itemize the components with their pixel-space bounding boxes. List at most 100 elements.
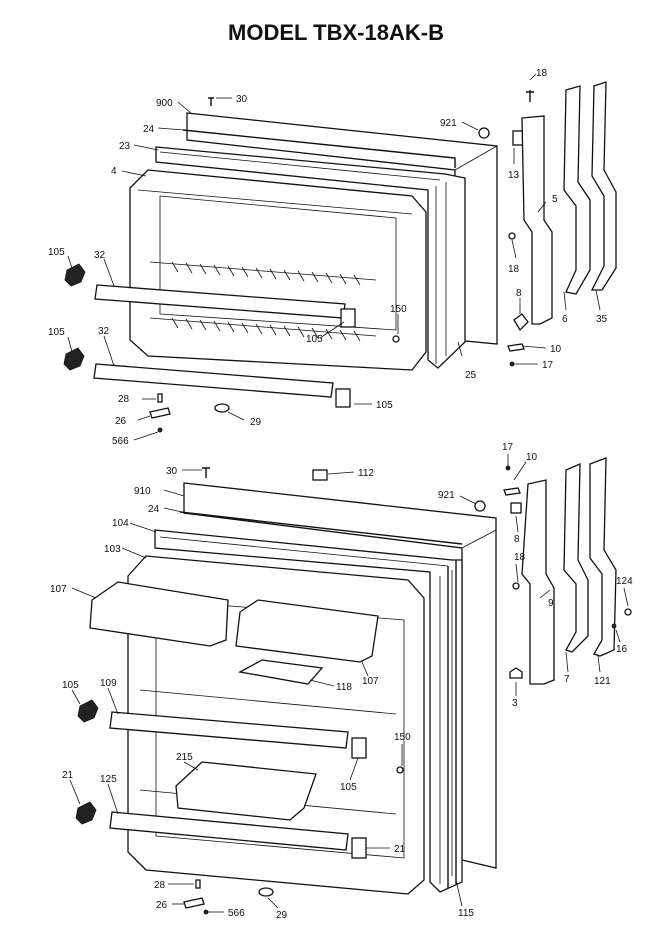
fresh-food-dairy-tray xyxy=(238,659,324,685)
fresh-food-hinge-pin-10 xyxy=(503,487,521,496)
label-26-top: 26 xyxy=(115,416,127,427)
label-104: 104 xyxy=(112,518,129,529)
label-3: 3 xyxy=(512,698,518,709)
label-900: 900 xyxy=(156,98,173,109)
label-5: 5 xyxy=(552,194,558,205)
fresh-food-egg-bin xyxy=(175,761,317,821)
label-566-top: 566 xyxy=(112,436,129,447)
label-32-a: 32 xyxy=(94,250,106,261)
label-105-b: 105 xyxy=(48,327,65,338)
label-910: 910 xyxy=(134,486,151,497)
fresh-food-door-assembly xyxy=(75,467,497,915)
label-4: 4 xyxy=(111,166,117,177)
label-8-top: 8 xyxy=(516,288,522,299)
label-28-top: 28 xyxy=(118,394,130,405)
label-125: 125 xyxy=(100,774,117,785)
label-16: 16 xyxy=(616,644,628,655)
freezer-shelf-end-cap-right-lower xyxy=(335,388,351,408)
freezer-screw-18-top xyxy=(526,90,534,102)
fresh-food-handle-trim-121 xyxy=(589,457,617,657)
leader-lines xyxy=(67,73,629,913)
label-921-top: 921 xyxy=(440,118,457,129)
fresh-food-screw-30 xyxy=(202,467,210,478)
label-109: 109 xyxy=(100,678,117,689)
label-6: 6 xyxy=(562,314,568,325)
freezer-shelf-grille xyxy=(149,261,377,342)
freezer-screw-150 xyxy=(392,335,400,343)
label-10-bot: 10 xyxy=(526,452,538,463)
label-28-bot: 28 xyxy=(154,880,166,891)
label-118: 118 xyxy=(336,682,352,693)
label-124: 124 xyxy=(616,576,633,587)
fresh-food-bin-right xyxy=(235,599,379,663)
fresh-food-end-cap-right-upper xyxy=(351,737,367,759)
fresh-food-plug-921 xyxy=(474,500,486,512)
label-30-bot: 30 xyxy=(166,466,178,477)
fresh-food-door-strip-115 xyxy=(447,560,457,888)
freezer-screw-17 xyxy=(509,361,515,367)
label-32-b: 32 xyxy=(98,326,110,337)
freezer-door-liner xyxy=(129,169,427,371)
label-17-bot: 17 xyxy=(502,442,514,453)
freezer-hinge-pin-10 xyxy=(507,343,525,352)
label-105-c: 105 xyxy=(306,334,323,345)
fresh-food-end-cap-left-upper xyxy=(77,699,99,723)
label-29-top: 29 xyxy=(250,417,262,428)
part-labels: 900 30 24 23 4 105 32 105 32 105 150 105… xyxy=(48,68,633,921)
label-107-b: 107 xyxy=(362,676,379,687)
label-24-top: 24 xyxy=(143,124,155,135)
diagram-title: MODEL TBX-18AK-B xyxy=(228,20,444,45)
label-105-a: 105 xyxy=(48,247,65,258)
label-25: 25 xyxy=(465,370,477,381)
freezer-cap-13 xyxy=(512,130,524,146)
freezer-handle-bar-6 xyxy=(563,85,591,295)
fresh-food-end-cap-right-lower xyxy=(351,837,367,859)
fresh-food-screw-124 xyxy=(624,608,632,616)
freezer-handle-assembly xyxy=(478,81,617,367)
freezer-gasket-strip xyxy=(182,129,456,168)
freezer-screw-566 xyxy=(157,427,163,433)
label-105-d: 105 xyxy=(376,400,393,411)
freezer-grommet-29 xyxy=(214,403,230,413)
fresh-food-screw-566 xyxy=(203,909,209,915)
label-21-a: 21 xyxy=(62,770,74,781)
fresh-food-handle-bar-7 xyxy=(563,463,589,653)
label-18-mid: 18 xyxy=(508,264,520,275)
label-8-bot: 8 xyxy=(514,534,520,545)
label-7: 7 xyxy=(564,674,570,685)
label-921-bot: 921 xyxy=(438,490,455,501)
fresh-food-screw-18 xyxy=(512,582,520,590)
fresh-food-clip-26 xyxy=(183,897,205,909)
label-566-bot: 566 xyxy=(228,908,245,919)
label-24-bot: 24 xyxy=(148,504,160,515)
label-121: 121 xyxy=(594,676,611,687)
fresh-food-screw-17 xyxy=(505,465,511,471)
freezer-shelf-end-cap-right-upper xyxy=(340,308,356,328)
label-35: 35 xyxy=(596,314,608,325)
label-105-e: 105 xyxy=(62,680,79,691)
label-215: 215 xyxy=(176,752,193,763)
fresh-food-cap-3 xyxy=(509,667,523,679)
fresh-food-shelf-bar-upper xyxy=(109,711,349,749)
freezer-screw-30 xyxy=(208,97,214,106)
label-17-top: 17 xyxy=(542,360,554,371)
fresh-food-end-cap-left-lower xyxy=(75,801,97,825)
fresh-food-grommet-29 xyxy=(258,887,274,897)
label-115: 115 xyxy=(458,908,474,919)
freezer-stop-28 xyxy=(157,393,163,403)
freezer-shelf-end-cap-left-lower xyxy=(63,347,85,371)
freezer-spacer-8 xyxy=(513,313,529,332)
fresh-food-screw-16 xyxy=(611,623,617,629)
freezer-handle-trim-35 xyxy=(590,81,617,291)
label-105-f: 105 xyxy=(340,782,357,793)
label-10-top: 10 xyxy=(550,344,562,355)
freezer-door-frame xyxy=(155,146,466,369)
fresh-food-bin-left xyxy=(89,581,229,647)
freezer-clip-26 xyxy=(149,407,171,419)
freezer-screw-18-mid xyxy=(508,232,516,240)
freezer-shelf-end-cap-left-upper xyxy=(64,263,86,287)
label-30-top: 30 xyxy=(236,94,248,105)
fresh-food-gasket-strip xyxy=(179,511,463,545)
label-23: 23 xyxy=(119,141,131,152)
